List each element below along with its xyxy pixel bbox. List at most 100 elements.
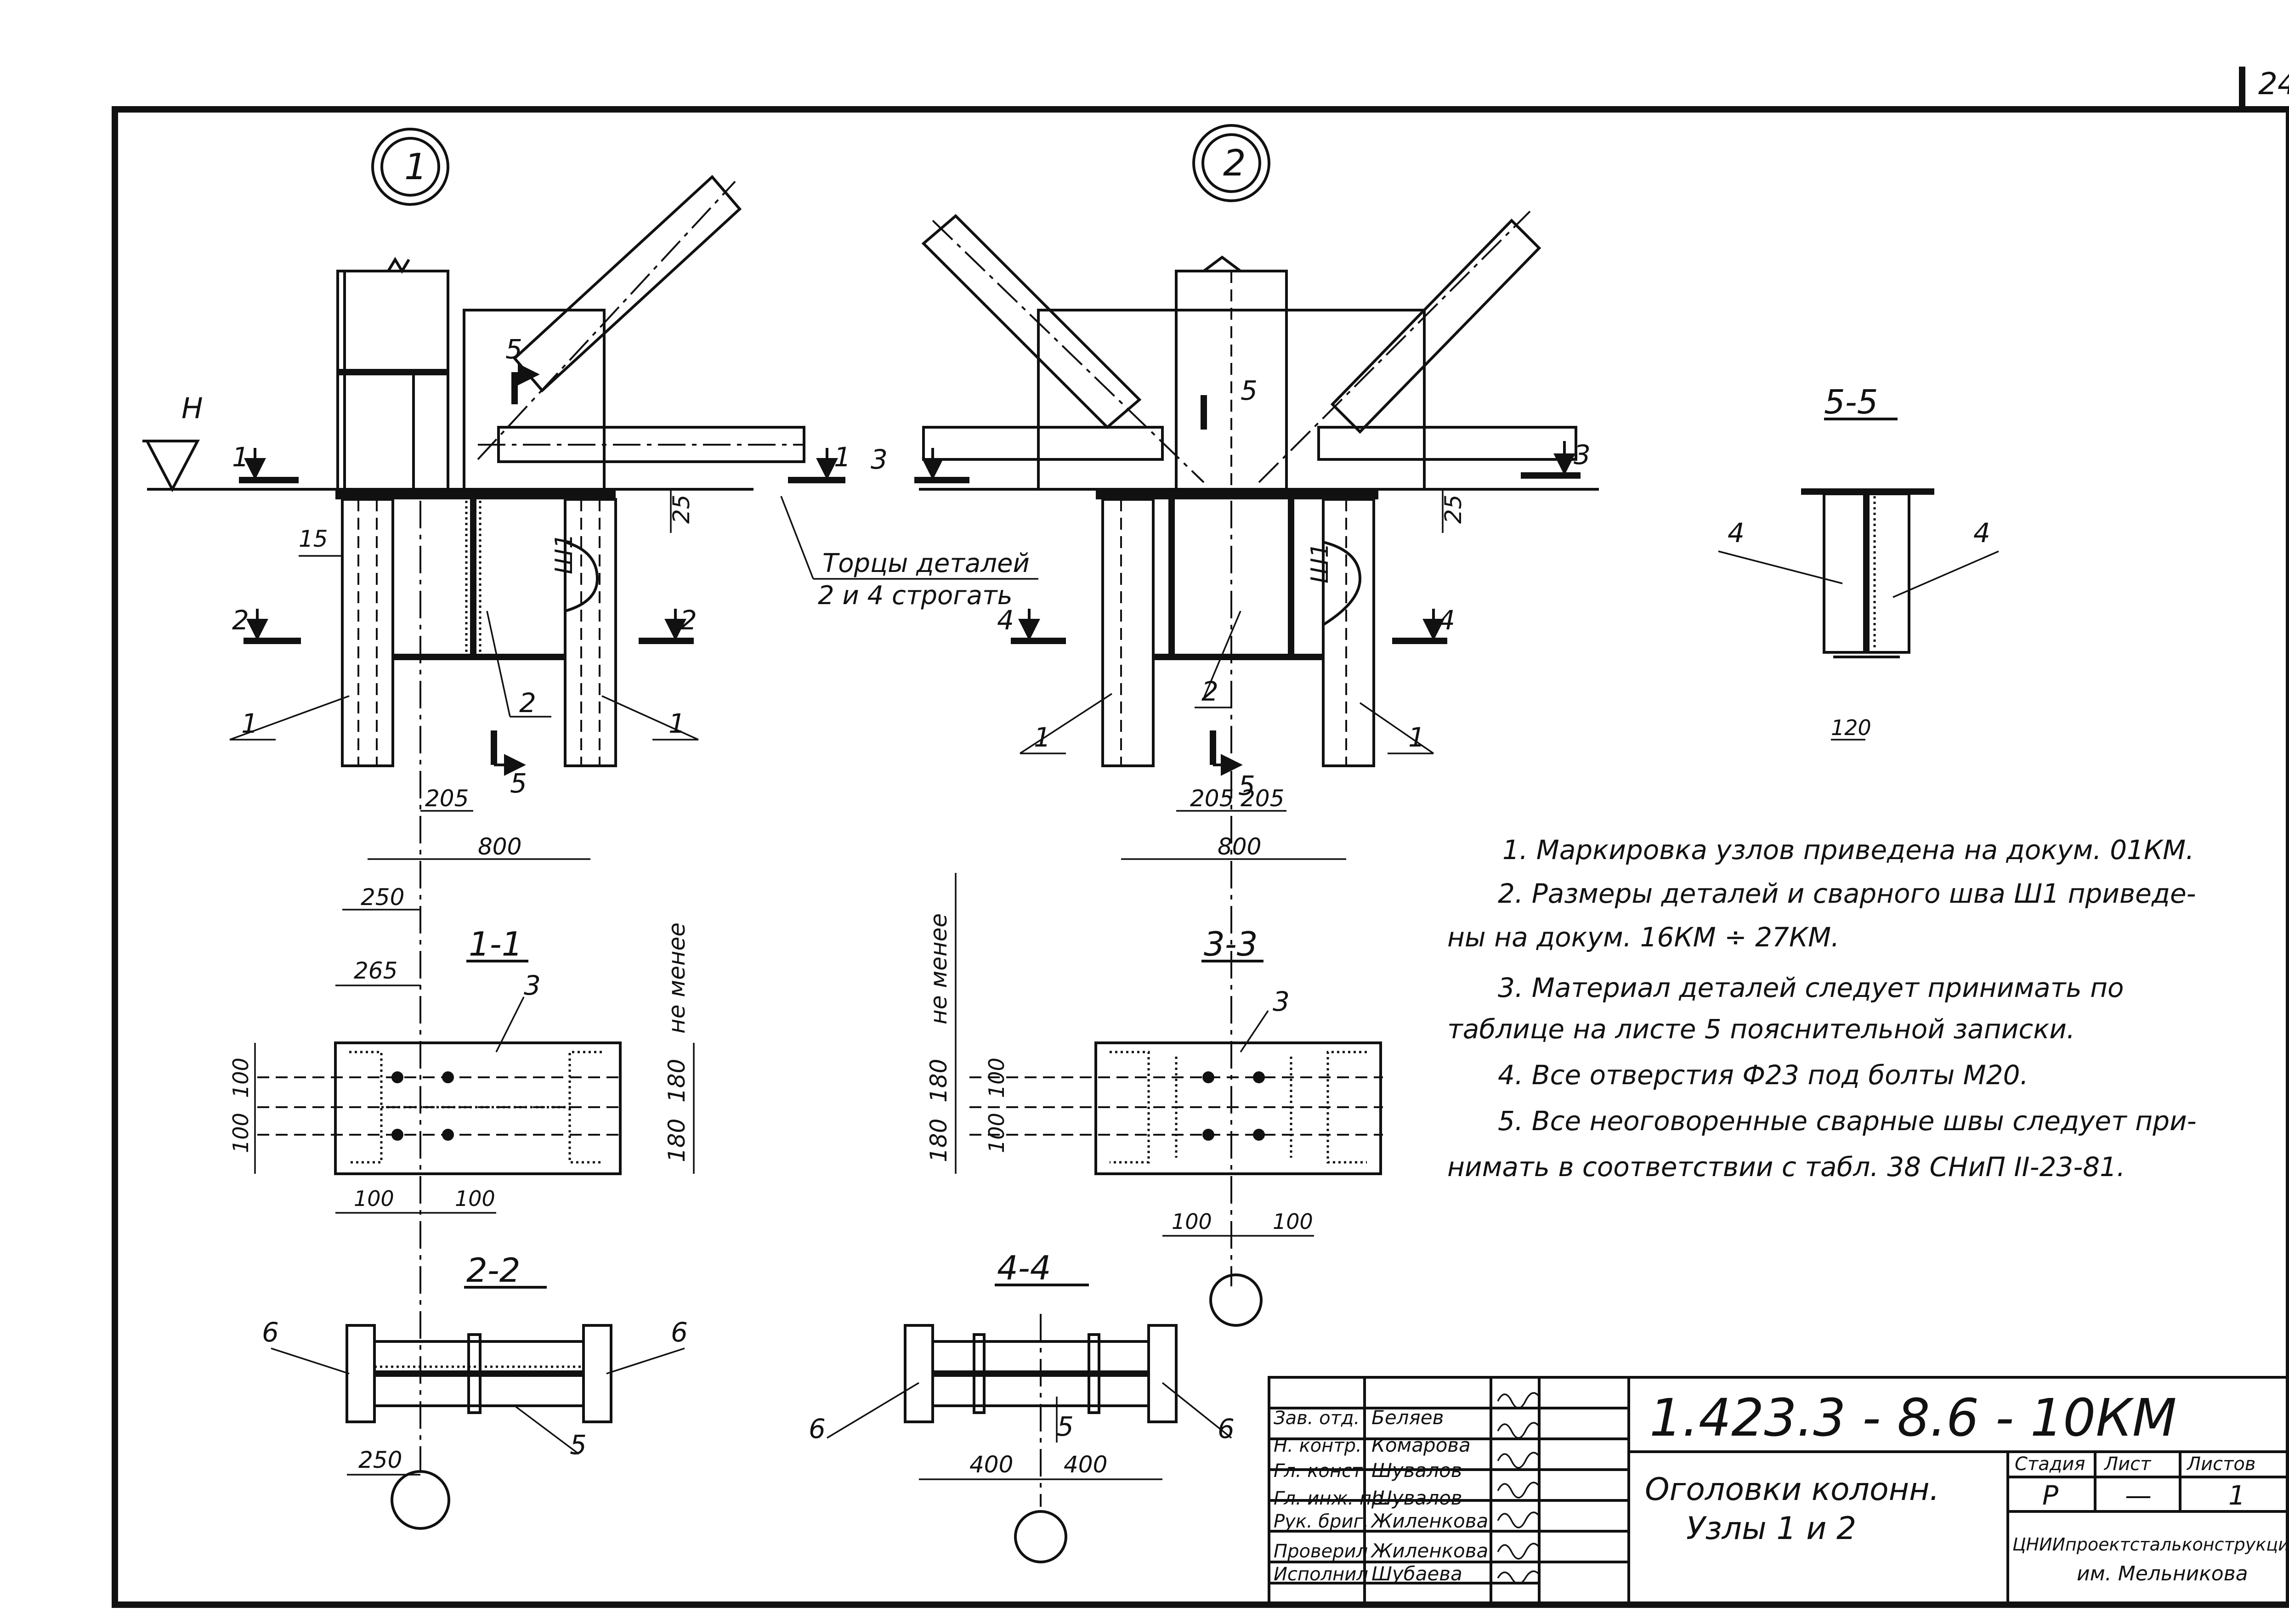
- mark-2-label: 2: [232, 605, 249, 636]
- tb-stage-value: Р: [2042, 1480, 2058, 1511]
- dim-800-2-label: 800: [1218, 833, 1261, 860]
- pos4-left-label: 4: [1728, 517, 1745, 549]
- pos4-right-label: 4: [1973, 517, 1990, 549]
- leader-pos4-left: [1718, 550, 1843, 584]
- pos6-right-label: 6: [671, 1317, 688, 1348]
- section-5-5-title: 5-5: [1824, 383, 1878, 421]
- signature-0: [1497, 1392, 1540, 1409]
- pos3-3-label: 3: [1273, 986, 1290, 1017]
- section-2-2-stiffener: [467, 1333, 482, 1414]
- diagonal-brace-2a-axis: [932, 220, 1205, 483]
- bolt-3a: [1202, 1071, 1214, 1083]
- mark-3-label: 3: [871, 444, 888, 475]
- node-1-elevation: 1 H Ш1: [142, 128, 851, 1470]
- bolt-3b: [1253, 1071, 1265, 1083]
- dim-120-label: 120: [1831, 715, 1871, 740]
- bolt-1d: [442, 1129, 454, 1141]
- leader-pos6-left: [271, 1347, 350, 1375]
- pos1-right-label: 1: [669, 708, 686, 739]
- diagonal-brace-2b: [1330, 218, 1541, 434]
- note-1: 1. Маркировка узлов приведена на докум. …: [1502, 834, 2194, 866]
- leader-pos1-left: [229, 695, 350, 741]
- tb-sheet-header: Лист: [2103, 1454, 2152, 1475]
- title-block-frame: [1268, 1376, 2289, 1606]
- section-3-3-branch-left: [1110, 1051, 1150, 1164]
- dim-180a-label: 180: [663, 1059, 690, 1103]
- callout-1-inner: [380, 137, 440, 197]
- general-notes: 1. Маркировка узлов приведена на докум. …: [1447, 834, 2197, 1183]
- section-5-5: 5-5 4 4 120: [1718, 383, 1999, 741]
- dim-100b-label: 100: [228, 1113, 253, 1153]
- section-1-1-title: 1-1: [469, 925, 523, 963]
- note-2a: 2. Размеры деталей и сварного шва Ш1 при…: [1498, 878, 2196, 909]
- leader-pos2-2: [1203, 611, 1241, 699]
- tb-role-0: Зав. отд.: [1274, 1408, 1360, 1429]
- pos5-label: 5: [570, 1429, 587, 1460]
- leader-pos1-left-2: [1020, 693, 1112, 754]
- dim-265-label: 265: [354, 957, 397, 984]
- leader-pos6-right: [606, 1347, 685, 1375]
- tb-name-4: Жиленкова: [1370, 1510, 1488, 1532]
- weld-w1-1: [565, 541, 599, 612]
- break-mark-2: [1203, 255, 1241, 272]
- pos3-1-label: 3: [524, 970, 541, 1001]
- section-3-3-plate: [1094, 1041, 1382, 1175]
- dim-800-label: 800: [478, 833, 521, 860]
- bolt-1a: [391, 1071, 403, 1083]
- tb-name-5: Жиленкова: [1370, 1539, 1488, 1562]
- axis-bubble-3: [1209, 1273, 1263, 1327]
- leader-pos6-right-4: [1161, 1382, 1232, 1439]
- dim-100g-label: 100: [1172, 1209, 1212, 1234]
- section-4-4-stiffener-a: [973, 1333, 986, 1414]
- pos2-2-label: 2: [1201, 676, 1218, 707]
- pos2-label: 2: [519, 687, 536, 719]
- cap-plate-1: [335, 489, 616, 499]
- tb-name-2: Шувалов: [1371, 1459, 1462, 1482]
- dim-400b-label: 400: [1064, 1451, 1107, 1478]
- level-mark-label: H: [181, 391, 203, 425]
- tb-role-5: Проверил: [1274, 1541, 1368, 1562]
- leader-pos3-1: [495, 996, 525, 1052]
- dim-100a-label: 100: [228, 1058, 253, 1098]
- cap-plate-2: [1096, 489, 1378, 499]
- signature-3: [1497, 1482, 1540, 1499]
- pos6-left-label: 6: [262, 1317, 279, 1348]
- callout-2-outer: [1192, 124, 1270, 202]
- leader-pos1-right-2: [1360, 702, 1434, 754]
- dim-205b-label: 205: [1241, 785, 1284, 812]
- mark-4b-label: 4: [1438, 605, 1455, 636]
- tb-org-line2: им. Мельникова: [2077, 1562, 2248, 1585]
- mark-5c-label: 5: [1241, 375, 1258, 406]
- end-note-line1: Торцы деталей: [822, 549, 1030, 578]
- tb-name-3: Шувалов: [1371, 1487, 1462, 1509]
- axis-bubble-4: [1014, 1510, 1067, 1563]
- break-mark: [387, 257, 410, 274]
- dim-250-label: 250: [361, 884, 404, 911]
- section-4-4-stiffener-b: [1088, 1333, 1100, 1414]
- tb-sheets-header: Листов: [2186, 1454, 2255, 1475]
- section-1-1-plate: [334, 1041, 622, 1175]
- tb-role-2: Гл. конст.: [1274, 1460, 1368, 1482]
- signature-2: [1497, 1452, 1540, 1469]
- section-2-2-branch-left: [346, 1324, 376, 1423]
- title-block: Зав. отд. Беляев Н. контр. Комарова Гл. …: [1268, 1376, 2289, 1606]
- tb-role-1: Н. контр.: [1274, 1435, 1362, 1456]
- sheet-number: 24: [2258, 66, 2289, 102]
- dim-100f-label: 100: [984, 1113, 1009, 1153]
- leader-pos2: [486, 611, 511, 717]
- section-3-3-title: 3-3: [1204, 925, 1258, 963]
- dim-180b-label: 180: [663, 1119, 690, 1162]
- mark-2b-label: 2: [680, 605, 697, 636]
- leader-pos6-left-4: [827, 1382, 919, 1439]
- note-2b: ны на докум. 16КМ ÷ 27КМ.: [1447, 922, 1840, 953]
- dim-180d-label: 180: [925, 1119, 952, 1162]
- dim-25-2-label: 25: [1440, 494, 1467, 524]
- mark-5b-label: 5: [510, 768, 527, 799]
- section-4-4: 4-4 6 6 5 400 400: [809, 1249, 1235, 1563]
- dim-100d-label: 100: [455, 1186, 495, 1211]
- column-branch-right-2: [1322, 498, 1375, 767]
- note-3b: таблице на листе 5 пояснительной записки…: [1447, 1013, 2075, 1045]
- tb-title-line1: Оголовки колонн.: [1645, 1471, 1939, 1508]
- mark-1-label: 1: [232, 441, 249, 473]
